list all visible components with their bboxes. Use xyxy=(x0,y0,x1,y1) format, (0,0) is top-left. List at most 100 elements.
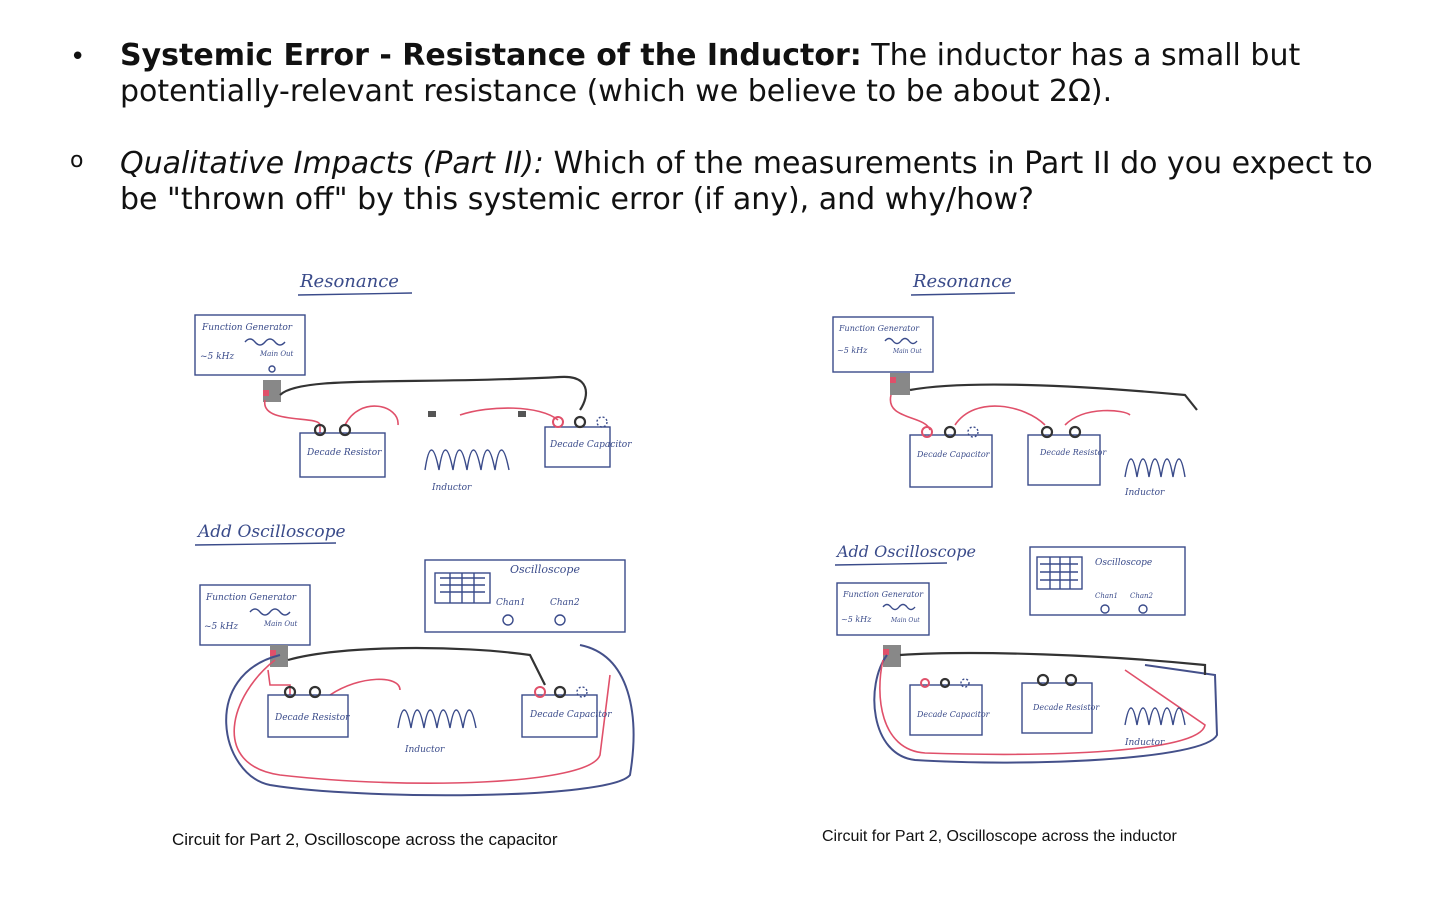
red-plug-icon xyxy=(890,377,896,383)
fg-label: Function Generator xyxy=(842,590,924,599)
capacitor-terminal-2 xyxy=(939,677,951,689)
red-plug-icon xyxy=(883,649,889,655)
blue-loop-wire xyxy=(873,654,1219,764)
capacitor-terminal-2 xyxy=(553,685,567,699)
fg-label: Function Generator xyxy=(838,324,920,333)
resistor-label: Decade Resistor xyxy=(274,713,350,723)
inductor-label: Inductor xyxy=(431,483,472,493)
red-plug-icon xyxy=(263,390,269,396)
right-circuit-figure: Resonance Function Generator ~5 kHz Main… xyxy=(825,255,1225,815)
red-loop-wire xyxy=(233,659,611,784)
title-underline xyxy=(834,562,948,566)
fg-out: Main Out xyxy=(259,350,294,358)
left-figure-caption: Circuit for Part 2, Oscilloscope across … xyxy=(172,830,558,849)
function-generator-box xyxy=(194,314,306,376)
red-loop-wire xyxy=(879,659,1206,756)
capacitor-label: Decade Capacitor xyxy=(916,450,991,459)
resistor-label: Decade Resistor xyxy=(1032,703,1100,712)
add-scope-title: Add Oscilloscope xyxy=(835,542,976,561)
bullet-marker: o xyxy=(70,148,84,173)
capacitor-label: Decade Capacitor xyxy=(549,440,632,450)
red-wire xyxy=(267,669,401,696)
capacitor-terminal-2 xyxy=(573,415,587,429)
fg-output-terminal xyxy=(268,365,276,373)
chan1-terminal xyxy=(1100,604,1110,614)
bnc-connector-icon xyxy=(890,373,910,395)
title-underline xyxy=(910,292,1016,296)
capacitor-terminal-1 xyxy=(534,686,546,698)
black-wire xyxy=(899,651,1207,675)
scope-label: Oscilloscope xyxy=(510,563,580,576)
oscilloscope-box xyxy=(424,559,626,633)
decade-resistor-box xyxy=(1027,434,1101,486)
left-circuit-figure: Resonance Function Generator ~5 kHz Main… xyxy=(160,255,660,825)
capacitor-terminal-3 xyxy=(967,426,979,438)
function-generator-box xyxy=(832,316,934,373)
decade-capacitor-box xyxy=(909,684,983,736)
capacitor-terminal-2 xyxy=(943,425,957,439)
title-underline xyxy=(194,542,337,546)
function-generator-box xyxy=(836,582,930,636)
bullet-title: Qualitative Impacts (Part II): xyxy=(120,146,544,181)
decade-capacitor-box xyxy=(909,434,993,488)
black-wire xyxy=(287,646,546,686)
fg-out: Main Out xyxy=(890,617,920,624)
blue-loop-wire xyxy=(225,644,635,797)
black-wire xyxy=(909,383,1198,411)
red-plug-icon xyxy=(270,650,276,656)
red-wire xyxy=(264,399,559,433)
chan1-terminal xyxy=(502,614,514,626)
capacitor-terminal-1 xyxy=(552,416,564,428)
bullet-body: Which of the measurements in Part II do … xyxy=(120,146,1373,217)
capacitor-terminal-1 xyxy=(920,678,930,688)
resistor-terminal-2 xyxy=(1068,425,1082,439)
decade-resistor-box xyxy=(299,432,386,478)
sine-wave-icon xyxy=(884,337,918,345)
bnc-connector-icon xyxy=(263,380,281,402)
resistor-terminal-2 xyxy=(338,423,352,437)
fg-out: Main Out xyxy=(263,620,298,628)
resistor-terminal-2 xyxy=(308,685,322,699)
add-scope-title: Add Oscilloscope xyxy=(196,522,346,542)
inductor-coil-icon xyxy=(397,709,477,729)
capacitor-terminal-3 xyxy=(596,416,608,428)
capacitor-label: Decade Capacitor xyxy=(916,710,991,719)
bullet-text: Qualitative Impacts (Part II): Which of … xyxy=(120,146,1410,218)
chan2-terminal xyxy=(1138,604,1148,614)
fg-out: Main Out xyxy=(892,348,922,355)
capacitor-terminal-3 xyxy=(960,678,970,688)
inductor-coil-icon xyxy=(424,449,510,471)
scope-grid-icon xyxy=(1040,557,1078,589)
fg-label: Function Generator xyxy=(201,323,293,333)
resistor-terminal-2 xyxy=(1064,673,1078,687)
inductor-label: Inductor xyxy=(1124,488,1165,498)
bullet-title: Systemic Error - Resistance of the Induc… xyxy=(120,38,862,73)
resistor-terminal-1 xyxy=(283,685,297,699)
bullet-marker: • xyxy=(70,42,86,72)
resonance-title: Resonance xyxy=(299,271,399,292)
inductor-coil-icon xyxy=(1124,707,1186,726)
fg-freq: ~5 kHz xyxy=(200,352,234,362)
decade-resistor-box xyxy=(1021,682,1093,734)
capacitor-terminal-1 xyxy=(921,426,933,438)
fg-label: Function Generator xyxy=(205,593,297,603)
black-wire xyxy=(279,375,588,411)
resistor-label: Decade Resistor xyxy=(306,448,382,458)
right-circuit-sketch: Resonance Function Generator ~5 kHz Main… xyxy=(832,271,1219,764)
scope-label: Oscilloscope xyxy=(1095,558,1152,568)
decade-capacitor-box xyxy=(521,694,598,738)
title-underline xyxy=(297,292,413,296)
clip-icon xyxy=(428,411,436,417)
function-generator-box xyxy=(199,584,311,646)
decade-resistor-box xyxy=(267,694,349,738)
chan2-label: Chan2 xyxy=(550,598,580,608)
sine-wave-icon xyxy=(244,338,286,346)
sine-wave-icon xyxy=(249,608,291,616)
chan2-terminal xyxy=(554,614,566,626)
clip-icon xyxy=(518,411,526,417)
resistor-terminal-1 xyxy=(1036,673,1050,687)
chan2-label: Chan2 xyxy=(1130,592,1154,600)
inductor-label: Inductor xyxy=(1124,738,1165,748)
fg-freq: ~5 kHz xyxy=(204,622,238,632)
oscilloscope-box xyxy=(1029,546,1186,616)
